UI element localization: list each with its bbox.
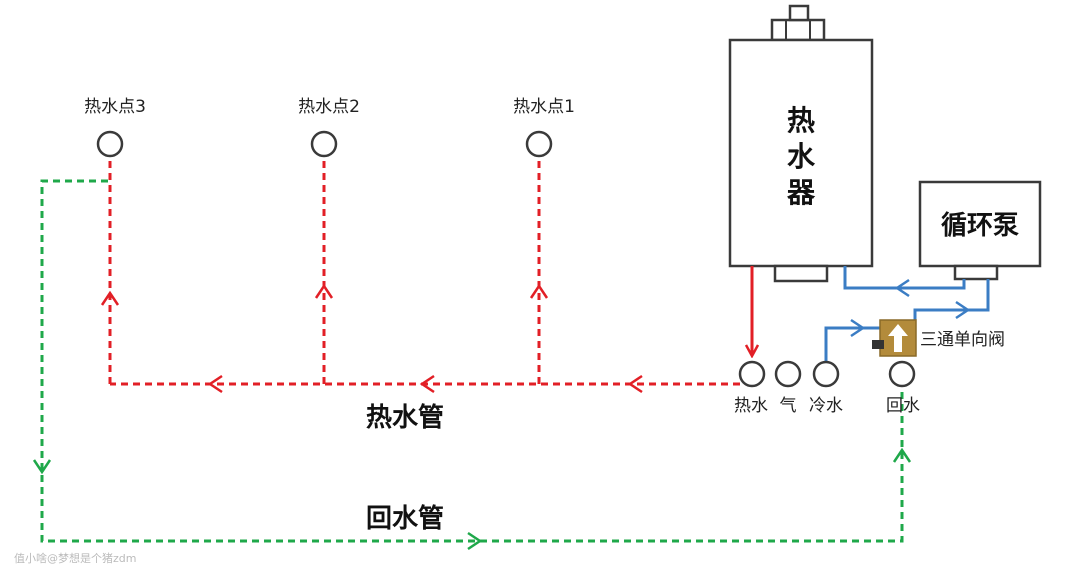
pump-label: 循环泵 (941, 211, 1019, 241)
pump-body (918, 180, 1042, 268)
hot-pipe-title: 热水管 (366, 403, 444, 433)
return-pipe (40, 179, 904, 543)
hot-port-icon (738, 360, 766, 388)
hot-arrow-up-1 (529, 283, 549, 299)
blue-arrow-right (955, 300, 971, 320)
hot-arrow-left-1 (627, 374, 643, 394)
heater-to-pump-line (843, 266, 966, 290)
heater-body (728, 38, 874, 268)
water-heater: 热 水 器 (728, 4, 874, 283)
blue-arrow-left (894, 278, 910, 298)
hot-point-3-label: 热水点3 (84, 97, 146, 117)
hot-arrow-left-3 (207, 374, 223, 394)
circulation-pump: 循环泵 (918, 180, 1042, 281)
hot-point-1-label: 热水点1 (513, 97, 575, 117)
hot-point-2-label: 热水点2 (298, 97, 360, 117)
pump-to-valve-line (913, 279, 990, 322)
cold-port-icon (812, 360, 840, 388)
port-return-label: 回水 (886, 396, 920, 416)
hot-water-points (96, 130, 553, 158)
heater-ports (738, 360, 916, 388)
hot-point-1-icon (525, 130, 553, 158)
return-arrow-down (32, 459, 52, 475)
return-water-lines (40, 179, 904, 543)
return-flow-arrows (32, 447, 912, 551)
heater-bottom-fitting (773, 264, 829, 283)
blue-arrow-right-cold (850, 318, 866, 338)
heater-label-2: 水 (787, 140, 816, 173)
return-arrow-right (467, 531, 483, 551)
port-hot-label: 热水 (734, 396, 768, 416)
hot-arrow-up-2 (314, 283, 334, 299)
gas-port-icon (774, 360, 802, 388)
heater-top-fitting-base (770, 18, 826, 42)
heater-top-fitting-cap (788, 4, 810, 22)
return-pipe-title: 回水管 (366, 504, 444, 534)
hot-water-lines (108, 160, 752, 386)
heater-label-1: 热 (787, 104, 815, 137)
watermark: 值小啥@梦想是个猪zdm (14, 551, 136, 565)
return-port-icon (888, 360, 916, 388)
hot-flow-arrows (100, 283, 643, 394)
port-cold-label: 冷水 (809, 396, 843, 416)
port-gas-label: 气 (780, 396, 797, 416)
hot-point-2-icon (310, 130, 338, 158)
three-way-check-valve-icon (872, 319, 917, 357)
hot-arrow-left-2 (419, 374, 435, 394)
hot-point-3-icon (96, 130, 124, 158)
valve-label: 三通单向阀 (920, 330, 1005, 350)
blue-flow-arrows (850, 278, 971, 338)
return-arrow-up (892, 447, 912, 463)
hot-arrow-up-3 (100, 290, 120, 306)
heater-label-3: 器 (786, 176, 816, 209)
pump-bottom-fitting (953, 264, 999, 281)
